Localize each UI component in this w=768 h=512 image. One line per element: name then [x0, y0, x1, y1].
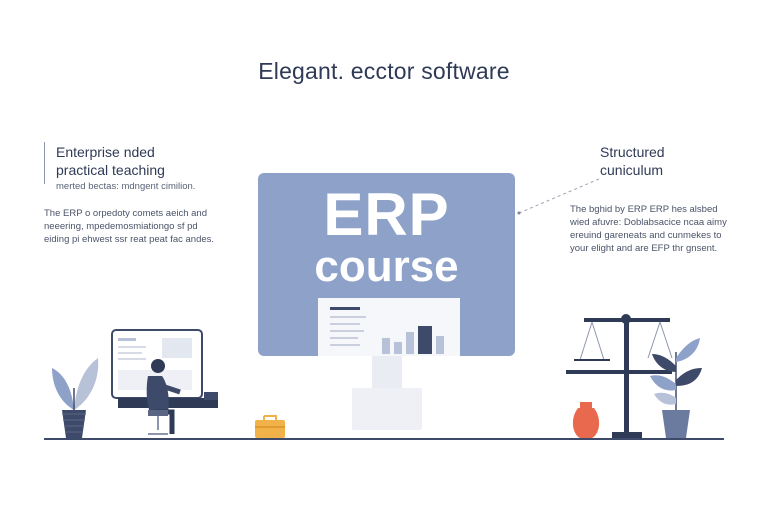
- briefcase-icon: [255, 415, 285, 438]
- monitor-base: [352, 388, 422, 430]
- plant-icon: [52, 358, 99, 438]
- left-callout-heading-line2: practical teaching: [56, 162, 165, 178]
- scales-icon: [566, 314, 673, 438]
- right-callout-body: The bghid by ERP ERP hes alsbed wied afu…: [570, 203, 740, 255]
- left-body-line: eiding pi ehwest ssr reat peat fac andes…: [44, 234, 215, 245]
- right-body-line: ereuind gareneats and cunmekes to: [570, 230, 722, 241]
- right-body-line: The bghid by ERP ERP hes alsbed: [570, 204, 718, 215]
- monitor-subtitle: course: [314, 242, 459, 291]
- monitor-stand: [372, 356, 402, 392]
- dashboard-chart-icon: [330, 307, 444, 354]
- plant-icon-right: [650, 338, 702, 438]
- person-at-computer-illustration: [111, 329, 218, 435]
- callout-pointer: [517, 178, 600, 215]
- right-body-line: wied afuvre: Doblabsacice ncaa aimy: [570, 217, 727, 228]
- left-body-line: The ERP o orpedoty comets aeich and: [44, 208, 208, 219]
- left-callout-body: The ERP o orpedoty comets aeich and neee…: [44, 207, 254, 246]
- left-callout-heading: Enterprise nded: [56, 144, 155, 160]
- left-body-line: neeering, mpedemosmiationgo sf pd: [44, 221, 198, 232]
- monitor-title: ERP: [323, 181, 450, 248]
- left-callout-subline: merted bectas: mdngent cimilion.: [56, 181, 196, 192]
- vase-icon: [572, 402, 600, 438]
- right-body-line: your elight and are EFP thr gnsent.: [570, 243, 718, 254]
- page-title: Elegant. ecctor software: [258, 58, 510, 84]
- callout-divider: [44, 142, 45, 184]
- right-callout-heading: Structured: [600, 144, 665, 160]
- right-callout-heading-line2: cuniculum: [600, 162, 664, 178]
- floor-line: [44, 438, 724, 440]
